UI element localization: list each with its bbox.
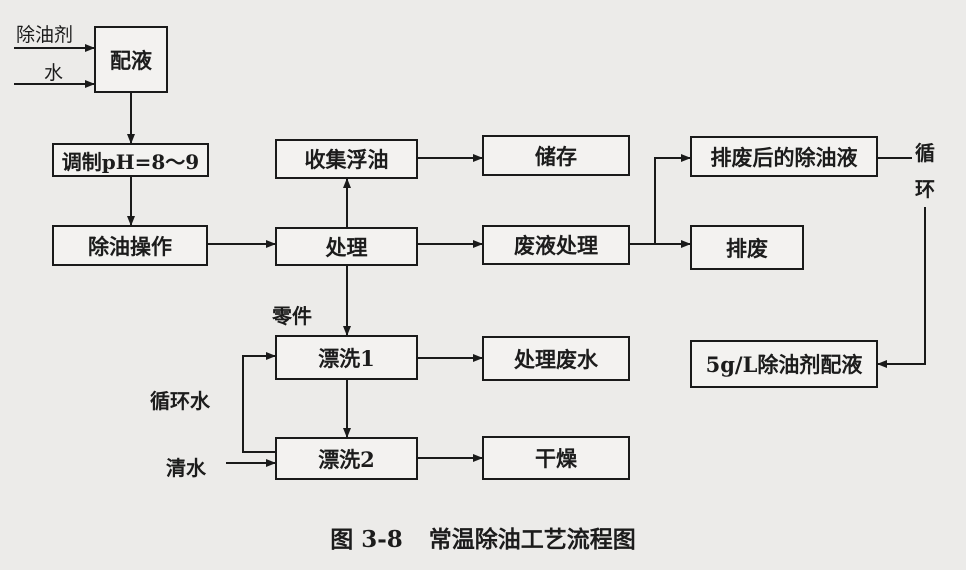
box-ganzao: 干燥 xyxy=(482,436,630,480)
label-chuyouji: 除油剂 xyxy=(16,24,74,46)
box-shouji-fuyou: 收集浮油 xyxy=(275,139,418,179)
box-chucun: 储存 xyxy=(482,135,630,176)
figure-caption: 图 3-8 常温除油工艺流程图 xyxy=(0,520,966,554)
label-lingjian: 零件 xyxy=(272,304,312,328)
arrow-recycle-loop xyxy=(877,157,926,368)
box-feiye-chuli: 废液处理 xyxy=(482,225,630,265)
label-shui: 水 xyxy=(44,62,64,84)
label-xunhuanshui: 循环水 xyxy=(150,389,210,413)
box-piaoxi-2: 漂洗2 xyxy=(275,437,418,480)
label-xunhuan-char-1: 循 xyxy=(915,141,935,165)
box-piaoxi-1: 漂洗1 xyxy=(275,335,418,380)
box-paifei: 排废 xyxy=(690,225,804,270)
box-chuli-feishui: 处理废水 xyxy=(482,336,630,381)
box-peiye: 配液 xyxy=(94,26,168,93)
caption-title: 常温除油工艺流程图 xyxy=(428,526,636,553)
box-chuli: 处理 xyxy=(275,227,418,266)
label-xunhuan-vertical: 循 环 xyxy=(912,135,938,207)
box-5gl-chuyouji-peiye: 5g/L除油剂配液 xyxy=(690,340,878,388)
box-paifeihou-chuyouye: 排废后的除油液 xyxy=(690,136,878,177)
box-tiaozhi-ph: 调制pH=8～9 xyxy=(52,143,209,177)
label-qingshui: 清水 xyxy=(166,456,206,480)
arrow-feiye-to-paifeihou xyxy=(630,154,691,245)
box-chuyou-caozuo: 除油操作 xyxy=(52,225,208,266)
arrow-recycle-water-loop xyxy=(242,352,276,453)
label-xunhuan-char-2: 环 xyxy=(915,177,935,201)
caption-number: 图 3-8 xyxy=(330,526,403,553)
